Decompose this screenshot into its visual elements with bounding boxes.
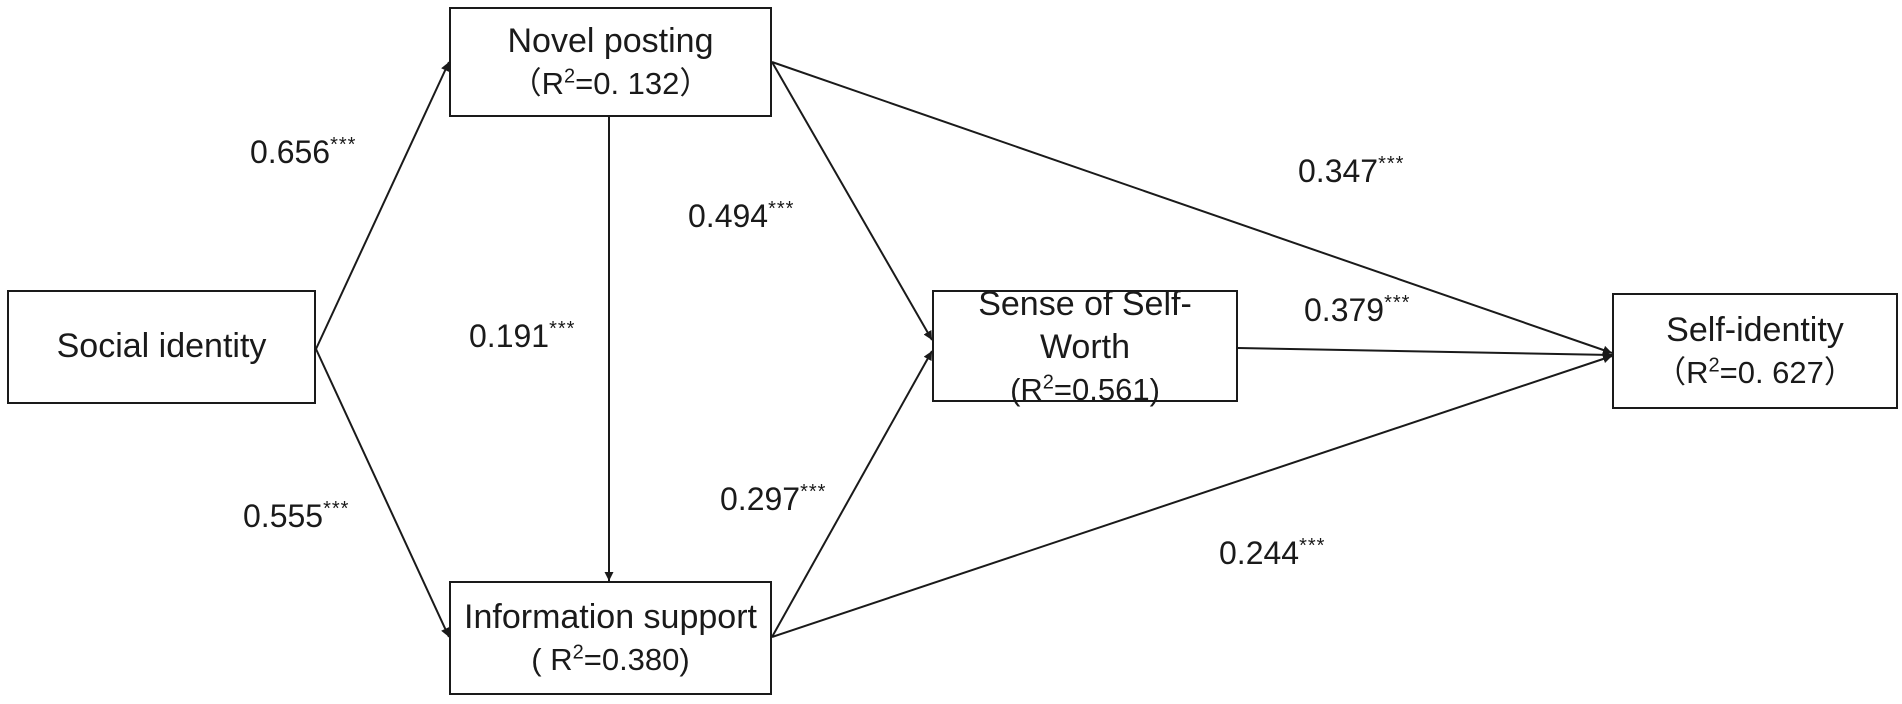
coefficient-sense-of-self-worth-to-self-identity: 0.379***: [1304, 292, 1410, 329]
arrow-information-support-to-sense-of-self-worth: [771, 350, 933, 638]
coefficient-novel-posting-to-sense-of-self-worth: 0.494***: [688, 198, 794, 235]
coefficient-value: 0.379: [1304, 292, 1385, 328]
node-self-identity-label: Self-identity: [1666, 311, 1844, 350]
coefficient-information-support-to-sense-of-self-worth: 0.297***: [720, 481, 826, 518]
coefficient-social-identity-to-information-support: 0.555***: [243, 498, 349, 535]
significance-stars: ***: [1378, 153, 1405, 175]
arrow-social-identity-to-novel-posting: [315, 61, 450, 350]
coefficient-value: 0.297: [720, 481, 801, 517]
coefficient-value: 0.494: [688, 198, 769, 234]
node-sense-of-self-worth: Sense of Self-Worth (R2=0.561): [932, 285, 1238, 407]
coefficient-value: 0.347: [1298, 153, 1379, 189]
coefficient-novel-posting-to-self-identity: 0.347***: [1298, 153, 1404, 190]
coefficient-social-identity-to-novel-posting: 0.656***: [250, 134, 356, 171]
significance-stars: ***: [330, 134, 357, 156]
coefficient-value: 0.244: [1219, 535, 1300, 571]
node-sense-of-self-worth-r-squared: (R2=0.561): [1010, 371, 1160, 407]
coefficient-value: 0.191: [469, 318, 550, 354]
node-novel-posting: Novel posting （R2=0. 132）: [449, 7, 772, 117]
arrow-sense-of-self-worth-to-self-identity: [1237, 347, 1613, 360]
node-self-identity: Self-identity （R2=0. 627）: [1612, 293, 1898, 409]
node-information-support-label: Information support: [464, 598, 757, 637]
significance-stars: ***: [549, 318, 576, 340]
significance-stars: ***: [768, 198, 795, 220]
significance-stars: ***: [323, 498, 350, 520]
coefficient-information-support-to-self-identity: 0.244***: [1219, 535, 1325, 572]
node-sense-of-self-worth-label: Sense of Self-Worth: [978, 284, 1192, 367]
node-novel-posting-r-squared: （R2=0. 132）: [510, 65, 711, 101]
node-self-identity-r-squared: （R2=0. 627）: [1655, 354, 1855, 390]
node-social-identity-label: Social identity: [56, 327, 267, 366]
significance-stars: ***: [800, 481, 827, 503]
coefficient-novel-posting-to-information-support: 0.191***: [469, 318, 575, 355]
arrow-novel-posting-to-self-identity: [771, 61, 1613, 355]
node-information-support: Information support ( R2=0.380): [449, 581, 772, 695]
node-information-support-r-squared: ( R2=0.380): [531, 641, 690, 677]
node-novel-posting-label: Novel posting: [507, 22, 714, 61]
coefficient-value: 0.656: [250, 134, 331, 170]
node-social-identity: Social identity: [7, 290, 316, 404]
arrow-information-support-to-self-identity: [771, 354, 1613, 638]
significance-stars: ***: [1299, 535, 1326, 557]
coefficient-value: 0.555: [243, 498, 324, 534]
arrow-social-identity-to-information-support: [315, 348, 450, 638]
significance-stars: ***: [1384, 292, 1411, 314]
arrow-novel-posting-to-sense-of-self-worth: [771, 61, 933, 341]
